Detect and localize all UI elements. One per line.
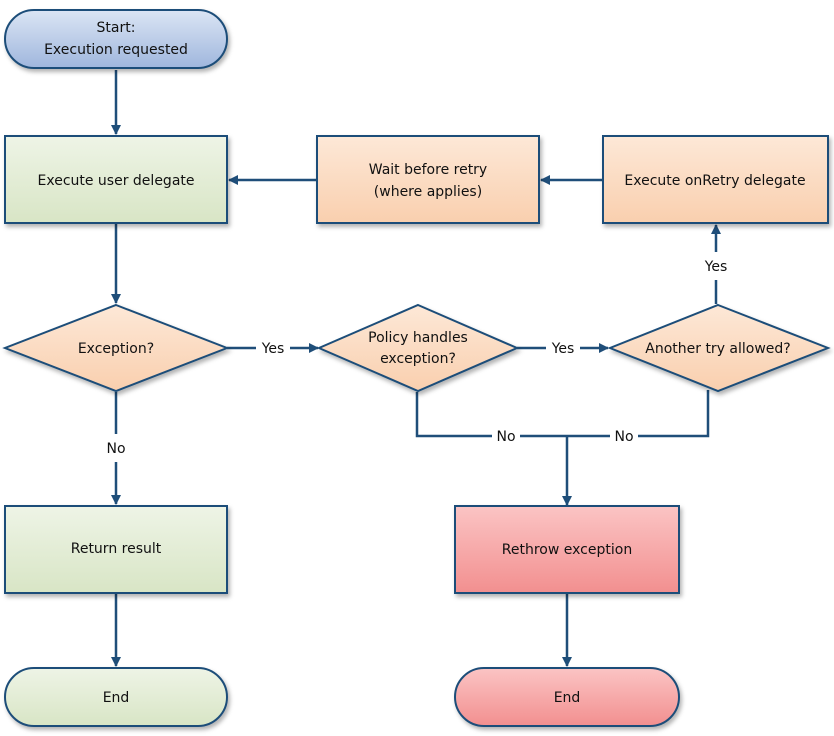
rethrow-exception-node: Rethrow exception (454, 505, 680, 594)
label-another-yes: Yes (704, 259, 728, 275)
start-line1: Start: (97, 20, 136, 36)
execute-user-delegate-label: Execute user delegate (38, 173, 195, 189)
end-failure-label: End (554, 690, 581, 706)
execute-onretry-delegate-node: Execute onRetry delegate (602, 135, 829, 224)
another-try-decision: Another try allowed? (607, 303, 831, 393)
execute-user-delegate-node: Execute user delegate (4, 135, 228, 224)
connectors (111, 70, 721, 667)
start-node: Start: Execution requested (4, 9, 228, 69)
wait-line2: (where applies) (374, 184, 482, 200)
label-exception-no: No (106, 441, 125, 457)
end-success-node: End (4, 667, 228, 727)
execute-onretry-delegate-label: Execute onRetry delegate (624, 173, 805, 189)
label-policy-yes: Yes (551, 341, 575, 357)
rethrow-exception-label: Rethrow exception (502, 542, 632, 558)
return-result-node: Return result (4, 505, 228, 594)
exception-decision: Exception? (2, 303, 230, 393)
label-exception-yes: Yes (261, 341, 285, 357)
wait-before-retry-node: Wait before retry (where applies) (316, 135, 540, 224)
policy-line2: exception? (380, 351, 456, 367)
return-result-label: Return result (71, 541, 162, 557)
policy-line1: Policy handles (368, 330, 468, 346)
exception-decision-label: Exception? (78, 341, 154, 357)
start-line2: Execution requested (44, 42, 188, 58)
label-policy-no: No (496, 429, 515, 445)
policy-handles-decision: Policy handles exception? (316, 303, 520, 393)
end-success-label: End (103, 690, 130, 706)
another-try-label: Another try allowed? (645, 341, 790, 357)
edge-another-no (638, 390, 710, 438)
label-another-no: No (614, 429, 633, 445)
wait-line1: Wait before retry (369, 162, 487, 178)
end-failure-node: End (454, 667, 680, 727)
edge-policy-no-a (415, 392, 492, 438)
